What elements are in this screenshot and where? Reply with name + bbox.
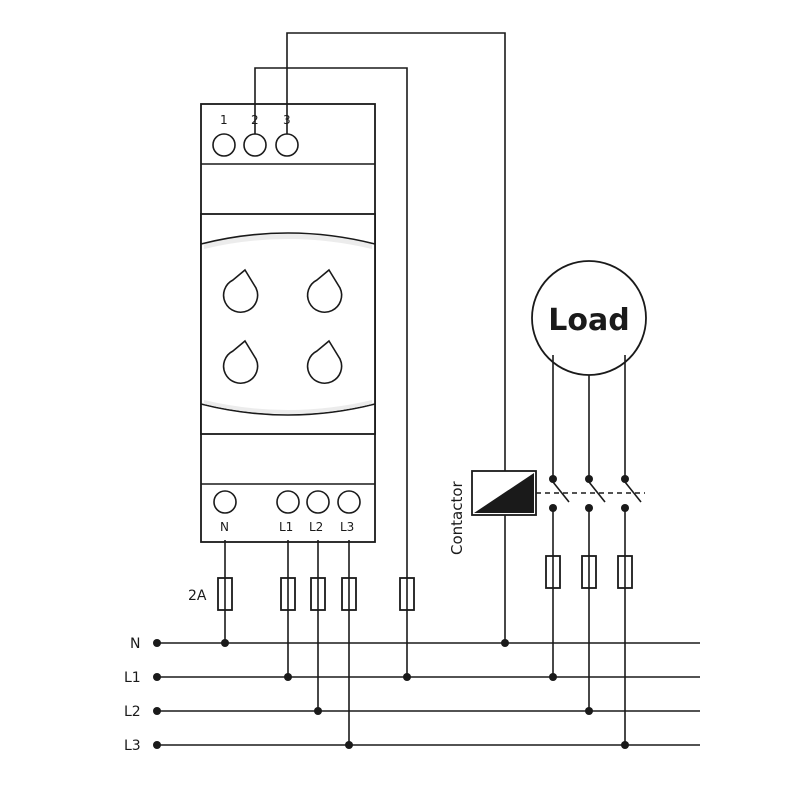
load-label: Load — [548, 303, 629, 338]
bottom-terminal-label-n: N — [220, 520, 229, 534]
bus-label-l3: L3 — [124, 738, 141, 754]
bottom-terminal-label-l2: L2 — [309, 520, 323, 534]
fuse-rating-label: 2A — [188, 588, 207, 604]
relay-module — [200, 103, 376, 543]
bus-label-l1: L1 — [124, 670, 141, 686]
fuses — [217, 577, 415, 611]
contactor-label: Contactor — [448, 480, 466, 555]
bus-label-l2: L2 — [124, 704, 141, 720]
contactor-coil — [471, 470, 537, 516]
load-fuses — [545, 555, 633, 589]
top-terminal-label-1: 1 — [220, 113, 228, 127]
adjustment-knobs — [222, 268, 343, 384]
control-wires — [254, 32, 509, 681]
supply-wires — [221, 540, 353, 749]
bottom-terminal-label-l3: L3 — [340, 520, 354, 534]
bus-lines — [153, 639, 700, 749]
bottom-terminal-label-l1: L1 — [279, 520, 293, 534]
top-terminals — [212, 133, 299, 157]
bus-label-n: N — [130, 636, 140, 652]
bottom-terminals — [213, 490, 361, 514]
load-wires — [549, 355, 642, 749]
